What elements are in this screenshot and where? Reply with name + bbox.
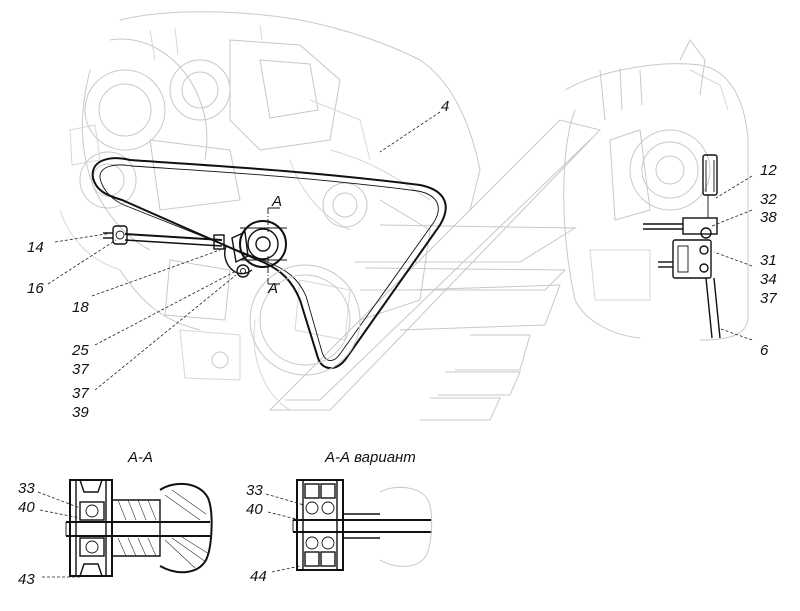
lower-pulley-ghost	[249, 264, 361, 376]
leader-lines	[47, 111, 753, 391]
callout-labels: 4 12 32 38 31 34 37 6 14 16 18 25 37 37 …	[27, 98, 777, 421]
callout-18: 18	[72, 299, 89, 316]
section-a-a-callout-33: 33	[18, 480, 35, 497]
callout-4: 4	[441, 98, 449, 115]
section-variant-callout-33: 33	[246, 482, 263, 499]
section-a-a: А-А 33	[18, 449, 213, 588]
callout-38: 38	[760, 209, 777, 226]
section-a-a-title: А-А	[127, 449, 153, 466]
section-mark-a-bottom: A	[267, 280, 278, 297]
belt-guard-ghost	[253, 119, 601, 421]
engine-ghost-outline	[59, 11, 481, 381]
callout-12: 12	[760, 162, 777, 179]
alternator-ghost-outline	[563, 39, 749, 341]
section-variant-callout-44: 44	[250, 568, 267, 585]
callout-6: 6	[760, 342, 769, 359]
tensioner-assembly	[224, 207, 287, 285]
section-a-a-callout-40: 40	[18, 499, 35, 516]
tension-rod	[103, 225, 225, 250]
callout-16: 16	[27, 280, 44, 297]
drive-belt	[91, 157, 447, 369]
section-a-a-variant-title: А-А вариант	[324, 449, 416, 466]
section-variant-callout-40: 40	[246, 501, 263, 518]
callout-25: 25	[71, 342, 89, 359]
callout-37-left-a: 37	[72, 361, 89, 378]
callout-37-left-b: 37	[72, 385, 89, 402]
callout-37-right: 37	[760, 290, 777, 307]
callout-39: 39	[72, 404, 89, 421]
callout-34: 34	[760, 271, 777, 288]
callout-32: 32	[760, 191, 777, 208]
callout-31: 31	[760, 252, 777, 269]
callout-14: 14	[27, 239, 44, 256]
section-a-a-callout-43: 43	[18, 571, 35, 588]
section-a-a-variant: А-А вариант 33 40 44	[246, 449, 433, 585]
section-mark-a-top: A	[271, 193, 282, 210]
